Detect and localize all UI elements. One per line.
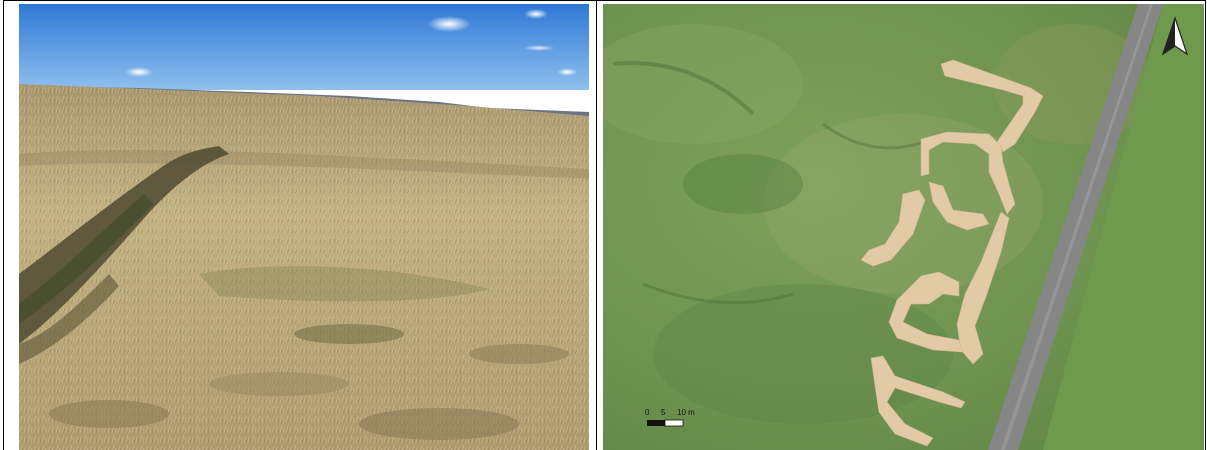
ground-photo (19, 4, 589, 450)
panel-divider (596, 0, 597, 450)
wall-outline (870, 355, 966, 447)
scale-segment-light (664, 419, 684, 427)
ridge-shadow (19, 274, 119, 364)
figure-frame (3, 0, 1206, 450)
cloud (557, 68, 577, 76)
scale-segment-dark (647, 420, 665, 426)
wall-outline (860, 189, 926, 267)
ground-texture (603, 24, 1153, 424)
aerial-map: 0 5 10 m (603, 4, 1204, 450)
aerial-map-image: 0 5 10 m (603, 4, 1204, 450)
wall-outline (920, 131, 1016, 215)
scale-bar: 0 5 10 m (645, 408, 695, 427)
scale-tick-5: 5 (661, 408, 666, 417)
north-arrow-icon (1161, 16, 1189, 56)
ridge-moss (19, 194, 154, 324)
field-band (19, 149, 589, 179)
cloud (125, 67, 153, 77)
scale-tick-0: 0 (645, 408, 650, 417)
wall-outline (940, 59, 1044, 153)
ground-photo-image (19, 4, 589, 450)
adjacent-field (1043, 4, 1204, 450)
scale-tick-10: 10 m (677, 408, 695, 417)
wall-outline (888, 271, 964, 353)
cloud (427, 16, 471, 32)
sky (19, 4, 589, 90)
cloud (524, 9, 548, 19)
wall-outline (956, 211, 1010, 365)
cloud (523, 45, 555, 51)
road-centerline (1001, 4, 1153, 450)
wall-outline (928, 181, 990, 231)
field-patch (199, 266, 489, 302)
foreground-tussocks (49, 324, 569, 440)
turf-ridge (19, 146, 229, 344)
turf-wall-outlines (860, 59, 1044, 447)
